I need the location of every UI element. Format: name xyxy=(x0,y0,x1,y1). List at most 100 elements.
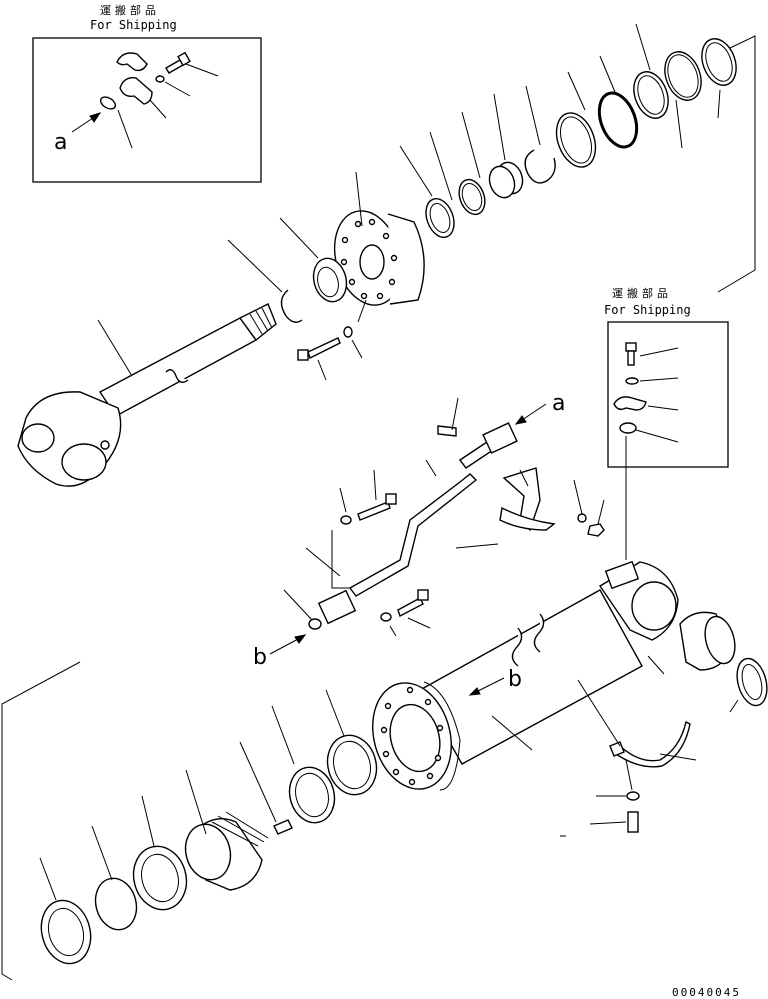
buffer-ring-inner xyxy=(429,203,451,233)
seal-ring-3 xyxy=(633,71,669,119)
arrow-a-head xyxy=(89,112,102,123)
piston-seal-leaders xyxy=(39,689,345,901)
head-body xyxy=(387,213,425,305)
tube-head-rim xyxy=(423,681,461,791)
piston-seal-ring xyxy=(132,845,188,911)
tube-washer-right xyxy=(577,513,587,523)
rod-thread xyxy=(238,303,277,342)
shipping-box-right-leaders xyxy=(635,347,679,443)
head-bolt-hole xyxy=(360,292,368,300)
tube-bolt-mid-head xyxy=(385,493,397,505)
shipping-connector-line xyxy=(717,35,756,293)
tube-bolt-mid xyxy=(357,501,391,521)
head-bolt-head xyxy=(297,349,309,361)
tube-washer-mid xyxy=(340,515,352,525)
snap-ring-rod xyxy=(280,289,303,323)
seal-ring-3-inner xyxy=(637,75,665,115)
tube-flange-lower xyxy=(317,589,357,625)
bottom-bushing-leaders xyxy=(647,655,739,713)
rod-bushing-group xyxy=(227,217,348,323)
shipping-clamp-right xyxy=(613,396,647,411)
shipping-washer-right xyxy=(625,377,639,385)
head-bolt-group xyxy=(297,326,363,381)
head-leader xyxy=(355,171,363,227)
tube-band-clamp xyxy=(560,679,697,837)
tube-break-left xyxy=(511,627,523,667)
o-ring-thick xyxy=(597,91,639,149)
head-to-washer-leader xyxy=(357,299,367,323)
shipping-box-top-title-en: For Shipping xyxy=(90,18,177,32)
head-bolt-hole xyxy=(368,218,376,226)
tube-bolt-hole xyxy=(382,750,390,758)
head-washer xyxy=(343,326,353,338)
shipping-ring xyxy=(99,96,117,110)
rod-eye-bore-left xyxy=(21,423,55,453)
head-bolt-hole xyxy=(354,220,362,228)
shipping-washer xyxy=(155,75,165,83)
tube-flange-upper xyxy=(482,422,518,454)
tube-bolt-lower-head xyxy=(417,589,429,601)
tube-bottom-bore xyxy=(631,581,677,631)
rod-grease-fitting xyxy=(100,440,110,450)
buffer-ring xyxy=(425,197,455,239)
piston-face xyxy=(184,823,232,881)
piston-ring-inner xyxy=(333,740,371,790)
arrow-b-cylinder-shaft xyxy=(475,677,505,693)
rod-eye-bore-right xyxy=(61,443,107,481)
tube-body xyxy=(419,589,643,765)
bottom-dust-seal-inner xyxy=(741,663,763,701)
tube-break-right xyxy=(533,613,545,653)
band-clamp xyxy=(615,720,691,768)
shipping-box-top-title-jp: 運搬部品 xyxy=(100,3,160,17)
bottom-dust-seal xyxy=(736,657,768,707)
tube-bolt-hole xyxy=(406,686,414,694)
dust-seal xyxy=(458,178,486,216)
wear-ring-inner xyxy=(559,116,593,164)
tube-bolt-hole xyxy=(384,702,392,710)
rod-leader xyxy=(97,319,133,377)
shipping-box-top-arrow-letter: a xyxy=(54,130,67,155)
rod-thread-lines xyxy=(249,307,273,335)
tube-bolt-hole xyxy=(436,724,444,732)
piston-backup-ring xyxy=(94,877,138,931)
arrow-b-cylinder-letter: b xyxy=(508,667,522,692)
shipping-plug-right xyxy=(619,422,637,434)
shipping-box-right-frame xyxy=(607,321,729,468)
piston-grooves xyxy=(211,811,269,847)
tube-oring xyxy=(308,618,322,630)
head-bolt-leaders xyxy=(317,339,363,381)
clamp-half-lower xyxy=(119,77,153,105)
head-bolt-hole xyxy=(340,258,348,266)
upper-seal-row xyxy=(399,23,756,293)
band-clamp-washer xyxy=(626,791,640,801)
band-clamp-bolt-leaders xyxy=(560,795,627,837)
band-clamp-bolt xyxy=(627,811,639,833)
head-bolt-hole xyxy=(341,236,349,244)
shipping-box-right-title-jp: 運搬部品 xyxy=(612,286,672,300)
tube-bracket xyxy=(502,467,541,532)
piping-leaders-extra xyxy=(305,543,499,577)
shipping-box-top-leaders xyxy=(117,63,219,149)
arrow-b-cylinder-head xyxy=(468,687,481,696)
tube-bolt-hole xyxy=(426,772,434,780)
piping-leaders xyxy=(283,397,605,637)
cylinder-tube: b xyxy=(372,560,679,791)
shipping-bolt-right-head xyxy=(625,342,637,352)
rod-break-mark xyxy=(165,369,189,383)
shipping-box-right-title-en: For Shipping xyxy=(604,303,691,317)
head-bolt-hole xyxy=(382,232,390,240)
bottom-pin-bushing-group xyxy=(647,611,768,713)
upper-seal-leaders xyxy=(399,23,721,201)
shipping-box-top-frame xyxy=(32,37,262,183)
head-bore xyxy=(359,244,385,280)
head-bolt-hole xyxy=(376,292,384,300)
tube-head-bore xyxy=(389,703,441,773)
tube-bolt-lower xyxy=(397,597,424,618)
shipping-bolt-head xyxy=(177,51,191,67)
arrow-a-upper-letter: a xyxy=(552,391,565,416)
tube-grease-block xyxy=(604,560,640,590)
drawing-code: 00040045 xyxy=(672,986,741,999)
rod-shaft xyxy=(98,317,258,417)
tube-clip xyxy=(499,506,556,531)
